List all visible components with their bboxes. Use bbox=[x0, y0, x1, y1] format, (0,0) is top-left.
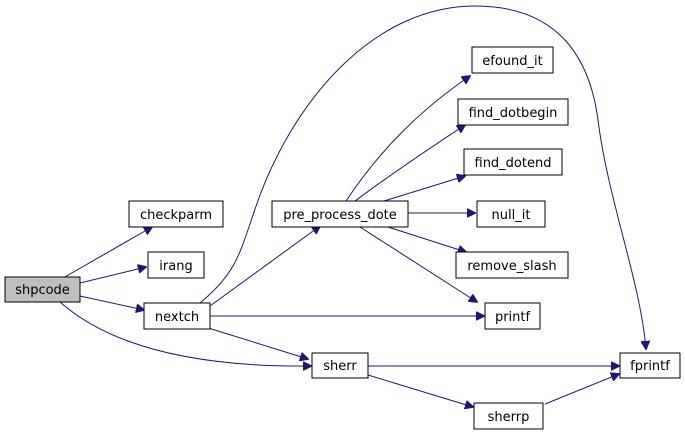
edge-shpcode-checkparm bbox=[62, 227, 152, 279]
node-label-shpcode: shpcode bbox=[15, 283, 70, 298]
node-find-dotend[interactable]: find_dotend bbox=[463, 148, 563, 176]
node-label-find-dotend: find_dotend bbox=[475, 156, 552, 171]
node-label-checkparm: checkparm bbox=[140, 208, 212, 223]
edge-pre-process-dote-find-dotbegin bbox=[354, 125, 465, 202]
node-label-remove-slash: remove_slash bbox=[467, 259, 556, 274]
node-find-dotbegin[interactable]: find_dotbegin bbox=[457, 98, 569, 126]
edge-pre-process-dote-find-dotend bbox=[383, 176, 465, 202]
node-checkparm[interactable]: checkparm bbox=[128, 200, 224, 228]
node-label-sherrp: sherrp bbox=[488, 410, 530, 425]
edge-pre-process-dote-printf bbox=[359, 226, 477, 302]
edge-nextch-pre-process-dote bbox=[209, 226, 320, 307]
node-label-null-it: null_it bbox=[492, 208, 531, 223]
node-sherrp[interactable]: sherrp bbox=[473, 402, 544, 430]
edge-shpcode-nextch bbox=[79, 295, 144, 310]
node-label-find-dotbegin: find_dotbegin bbox=[469, 106, 558, 121]
edge-sherr-sherrp bbox=[367, 374, 473, 407]
nodes-layer: shpcode checkparm irang nextch pre_proce… bbox=[4, 46, 681, 430]
node-irang[interactable]: irang bbox=[147, 251, 205, 279]
node-label-irang: irang bbox=[159, 259, 192, 274]
node-null-it[interactable]: null_it bbox=[476, 200, 546, 228]
node-shpcode[interactable]: shpcode bbox=[4, 276, 81, 303]
edge-shpcode-sherr bbox=[59, 301, 311, 366]
node-label-sherr: sherr bbox=[323, 359, 357, 374]
edge-sherrp-fprintf bbox=[544, 374, 619, 405]
node-label-nextch: nextch bbox=[155, 310, 199, 325]
node-efound-it[interactable]: efound_it bbox=[471, 46, 554, 74]
edge-shpcode-irang bbox=[79, 267, 146, 284]
node-label-fprintf: fprintf bbox=[630, 359, 670, 374]
node-printf[interactable]: printf bbox=[484, 302, 541, 330]
node-label-efound-it: efound_it bbox=[482, 54, 542, 69]
edge-pre-process-dote-remove-slash bbox=[387, 226, 466, 252]
edges-layer bbox=[59, 5, 646, 407]
node-remove-slash[interactable]: remove_slash bbox=[455, 251, 569, 279]
node-pre-process-dote[interactable]: pre_process_dote bbox=[271, 200, 409, 228]
node-label-printf: printf bbox=[495, 310, 531, 325]
edge-nextch-sherr bbox=[204, 326, 308, 359]
node-fprintf[interactable]: fprintf bbox=[619, 352, 681, 379]
node-sherr[interactable]: sherr bbox=[311, 352, 369, 379]
edge-pre-process-dote-efound-it bbox=[345, 76, 470, 202]
edge-nextch-fprintf bbox=[199, 5, 646, 349]
node-nextch[interactable]: nextch bbox=[143, 302, 211, 330]
node-label-pre-process-dote: pre_process_dote bbox=[283, 208, 397, 223]
